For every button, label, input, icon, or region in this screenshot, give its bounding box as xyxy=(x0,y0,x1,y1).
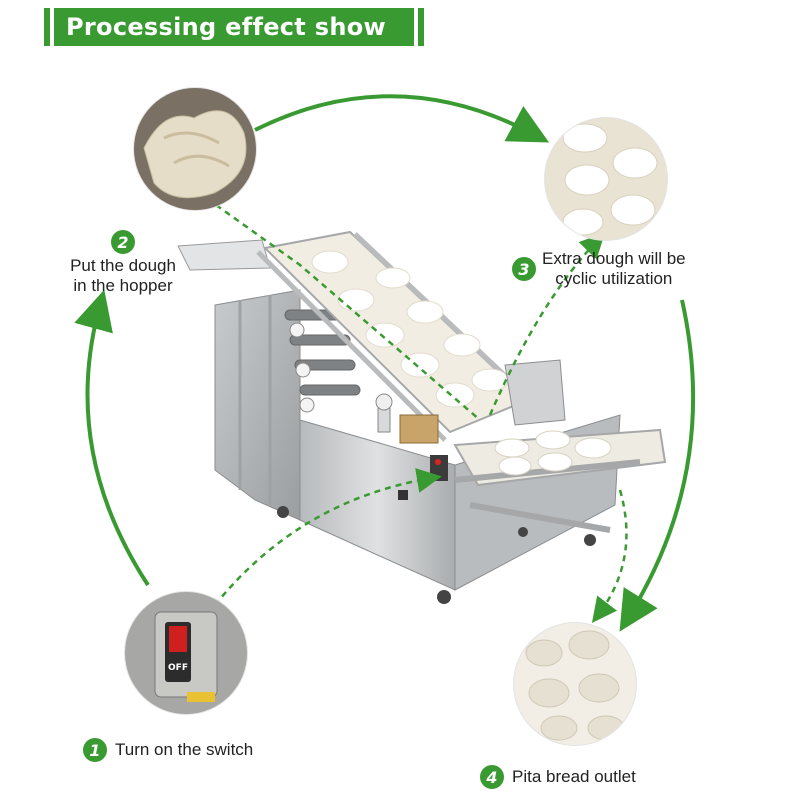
pita-outlet-photo xyxy=(514,623,636,745)
step-1-label: Turn on the switch xyxy=(115,740,254,759)
flow-arrow-top xyxy=(254,94,550,143)
step-2-number: 2 xyxy=(111,230,135,254)
title-banner: Processing effect show xyxy=(44,8,424,46)
step-1-number: 1 xyxy=(83,738,107,762)
switch-off-label: OFF xyxy=(168,663,188,673)
flow-arrow-right xyxy=(619,299,696,632)
step-4-label: Pita bread outlet xyxy=(512,767,636,786)
step-3-number: 3 xyxy=(512,257,536,281)
step-2: 2 Put the dough in the hopper xyxy=(68,230,178,296)
page-title: Processing effect show xyxy=(66,13,386,41)
step-4-number: 4 xyxy=(480,765,504,789)
flow-arrow-left xyxy=(74,289,150,587)
step-2-label: Put the dough in the hopper xyxy=(70,256,176,295)
step-4: 4 Pita bread outlet xyxy=(480,765,636,789)
step-3: 3 Extra dough will be cyclic utilization xyxy=(512,249,686,289)
extra-dough-photo xyxy=(545,118,667,240)
switch-photo: OFF xyxy=(125,592,247,714)
step-1: 1 Turn on the switch xyxy=(83,738,253,762)
step-3-label: Extra dough will be cyclic utilization xyxy=(542,249,686,288)
dough-photo xyxy=(134,88,256,210)
